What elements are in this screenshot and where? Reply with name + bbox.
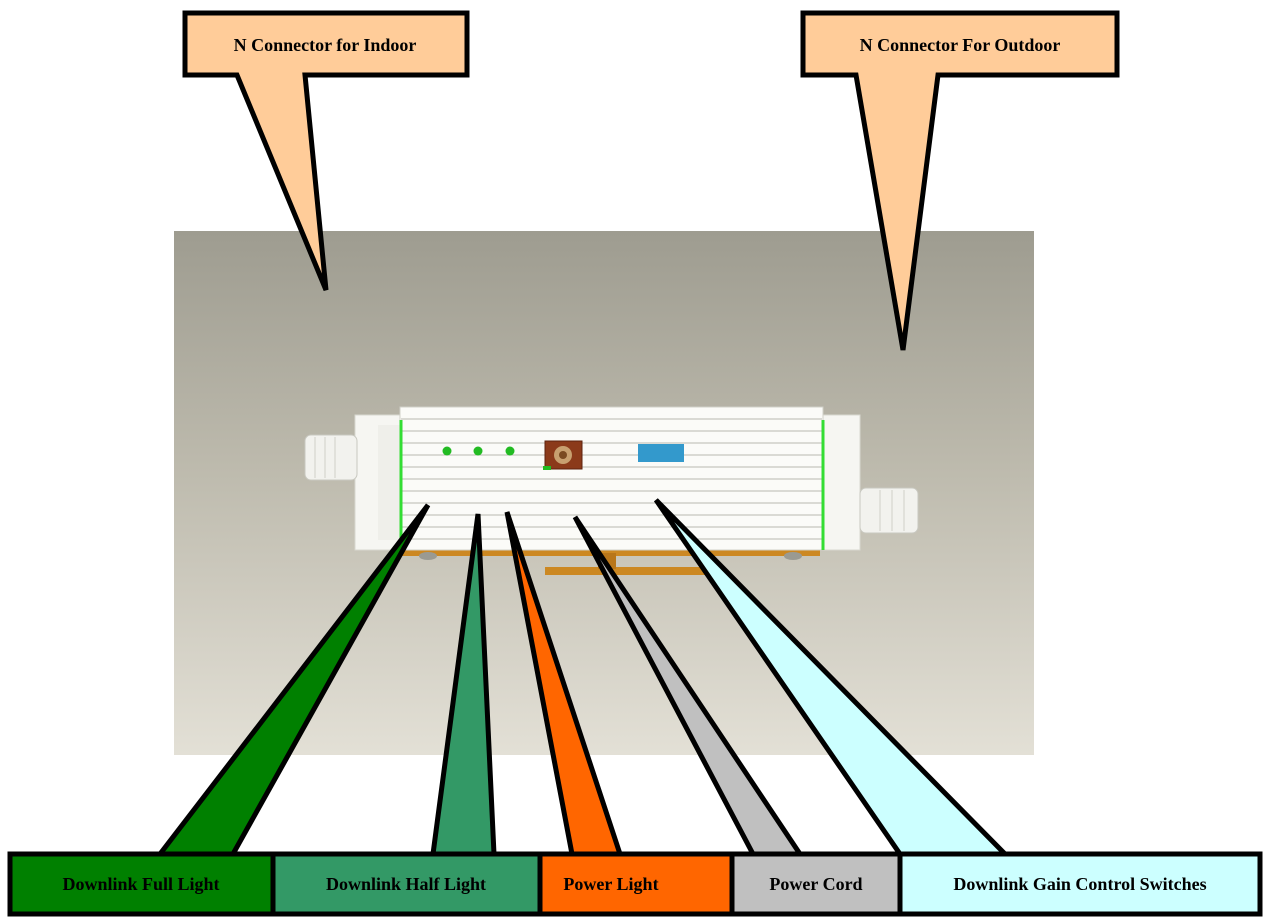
callout-indoor-connector: N Connector for Indoor (182, 10, 470, 291)
outdoor-n-connector (859, 487, 919, 534)
downlink-half-led (473, 446, 483, 456)
right-end-cap (819, 414, 861, 551)
power-led (505, 446, 515, 456)
callout-downlink-full-light-label: Downlink Full Light (62, 874, 219, 894)
callout-power-light-label: Power Light (563, 874, 658, 894)
mounting-bracket (400, 547, 820, 556)
gain-control-switch-window (638, 444, 684, 462)
callout-gain-control-switches-label: Downlink Gain Control Switches (953, 874, 1206, 894)
repeater-device (304, 406, 919, 575)
callout-downlink-half-light-label: Downlink Half Light (326, 874, 486, 894)
callout-downlink-full-light: Downlink Full Light (7, 503, 431, 917)
cooling-fins (401, 418, 822, 540)
callout-outdoor-connector: N Connector For Outdoor (800, 10, 1120, 351)
callout-outdoor-connector-label: N Connector For Outdoor (860, 35, 1061, 55)
callout-power-cord-label: Power Cord (769, 874, 862, 894)
indoor-n-connector (304, 434, 358, 481)
callout-indoor-connector-label: N Connector for Indoor (234, 35, 417, 55)
downlink-full-led (442, 446, 452, 456)
mounting-bracket-foot (545, 567, 720, 575)
